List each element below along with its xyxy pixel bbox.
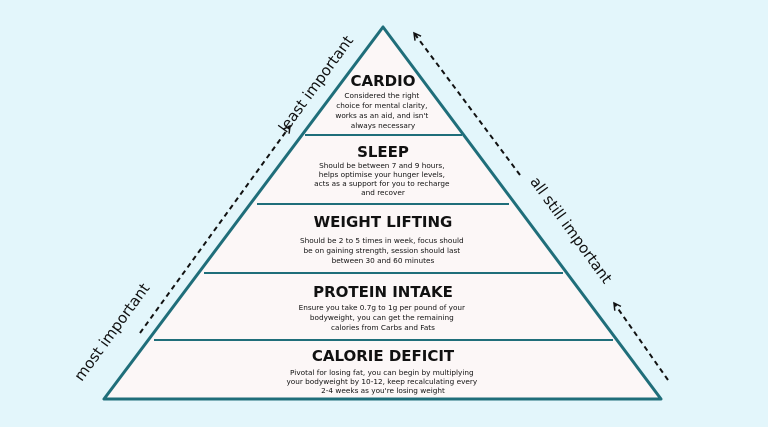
tier-description: Should be between 7 and 9 hours, helps o… — [314, 161, 452, 197]
desc-line: and recover — [361, 188, 405, 197]
desc-line: Ensure you take 0.7g to 1g per pound of … — [299, 303, 465, 312]
tier-title: PROTEIN INTAKE — [313, 283, 453, 301]
tier-protein-intake: PROTEIN INTAKE Ensure you take 0.7g to 1… — [299, 283, 468, 332]
desc-line: always necessary — [351, 121, 416, 130]
desc-line: Should be between 7 and 9 hours, — [319, 161, 444, 170]
tier-description: Ensure you take 0.7g to 1g per pound of … — [299, 303, 468, 332]
tier-dividers — [154, 134, 613, 341]
desc-line: Considered the right — [344, 91, 419, 100]
desc-line: choice for mental clarity, — [336, 101, 427, 110]
desc-line: 2-4 weeks as you're losing weight — [321, 386, 445, 395]
desc-line: helps optimise your hunger levels, — [319, 170, 445, 179]
desc-line: your bodyweight by 10-12, keep recalcula… — [286, 377, 477, 386]
all-important-arrow-bottom — [614, 303, 669, 381]
desc-line: works as an aid, and isn't — [335, 111, 428, 120]
tier-weight-lifting: WEIGHT LIFTING Should be 2 to 5 times in… — [300, 213, 466, 265]
tier-calorie-deficit: CALORIE DEFICIT Pivotal for losing fat, … — [286, 347, 479, 395]
desc-line: be on gaining strength, session should l… — [304, 246, 461, 255]
desc-line: between 30 and 60 minutes — [332, 256, 435, 265]
pyramid-shape — [102, 25, 663, 401]
all-important-arrow-top — [414, 33, 521, 176]
desc-line: acts as a support for you to recharge — [314, 179, 450, 188]
tier-description: Pivotal for losing fat, you can begin by… — [286, 368, 479, 395]
tier-description: Considered the right choice for mental c… — [335, 91, 430, 130]
desc-line: Pivotal for losing fat, you can begin by… — [290, 368, 474, 377]
importance-arrow-left — [139, 126, 290, 334]
desc-line: bodyweight, you can get the remaining — [310, 313, 454, 322]
desc-line: Should be 2 to 5 times in week, focus sh… — [300, 236, 464, 245]
tier-description: Should be 2 to 5 times in week, focus sh… — [300, 236, 466, 265]
tier-title: CALORIE DEFICIT — [312, 347, 455, 365]
tier-title: SLEEP — [357, 143, 409, 161]
tier-cardio: CARDIO Considered the right choice for m… — [335, 72, 430, 130]
tier-title: CARDIO — [351, 72, 416, 90]
desc-line: calories from Carbs and Fats — [331, 323, 435, 332]
tier-sleep: SLEEP Should be between 7 and 9 hours, h… — [314, 143, 452, 197]
tier-title: WEIGHT LIFTING — [314, 213, 453, 231]
